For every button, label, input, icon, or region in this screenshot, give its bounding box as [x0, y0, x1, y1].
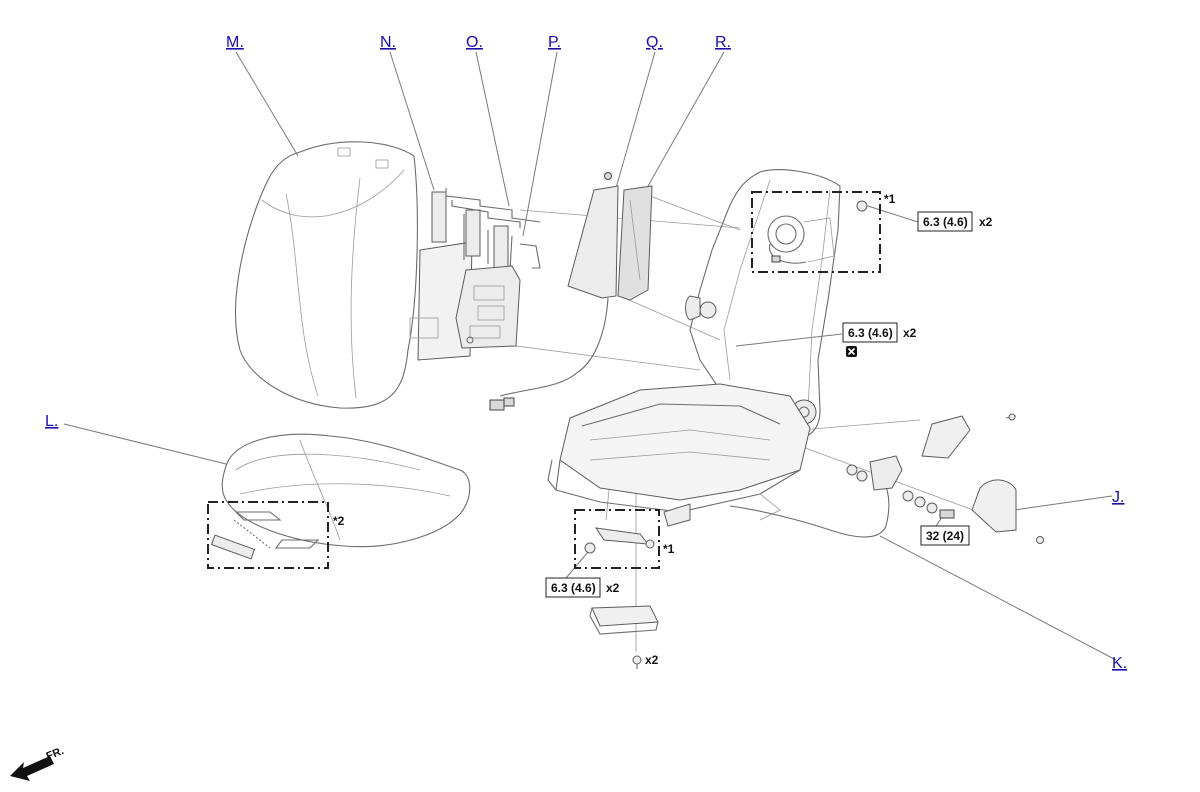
- torque-mid-frame-multiplier: x2: [903, 326, 917, 340]
- upper-detail: [751, 191, 881, 273]
- torque-upper-frame-value: 6.3 (4.6): [923, 215, 968, 229]
- seat-cushion-cover: [221, 433, 471, 548]
- slide-cover: [589, 605, 659, 635]
- callout-o-link[interactable]: O.: [466, 34, 483, 51]
- cushion-note: *2: [333, 514, 345, 528]
- bottom-bolt-multiplier: x2: [645, 653, 659, 667]
- torque-mid-frame-value: 6.3 (4.6): [848, 326, 893, 340]
- seat-frame: [547, 169, 841, 527]
- lower-detail: [574, 509, 660, 569]
- callout-k-link[interactable]: K.: [1112, 655, 1127, 672]
- torque-lower-bracket-value: 6.3 (4.6): [551, 581, 596, 595]
- cushion-detail: [207, 501, 329, 569]
- lumbar-assembly: [455, 265, 521, 349]
- callout-p-link[interactable]: P.: [548, 34, 561, 51]
- torque-lower-bracket-multiplier: x2: [606, 581, 620, 595]
- callout-n-link[interactable]: N.: [380, 34, 396, 51]
- side-cover-parts: [921, 413, 1044, 544]
- seatback-springs: [445, 188, 541, 271]
- torque-upper-frame: 6.3 (4.6): [917, 211, 973, 232]
- lower-detail-note: *1: [663, 542, 675, 556]
- torque-belt-anchor-value: 32 (24): [926, 529, 964, 543]
- front-label: FR.: [45, 745, 66, 763]
- callout-l-link[interactable]: L.: [45, 413, 58, 430]
- callout-j-link[interactable]: J.: [1112, 489, 1124, 506]
- torque-lower-bracket: 6.3 (4.6): [545, 577, 601, 598]
- seatback-cover: [235, 141, 418, 409]
- side-airbag: [489, 172, 653, 411]
- upper-detail-note: *1: [884, 192, 896, 206]
- torque-upper-frame-multiplier: x2: [979, 215, 993, 229]
- torque-mid-frame: 6.3 (4.6): [842, 322, 898, 343]
- buckle-harness: [729, 455, 955, 538]
- torque-belt-anchor: 32 (24): [920, 525, 970, 546]
- callout-m-link[interactable]: M.: [226, 34, 244, 51]
- bottom-bolt: [632, 655, 642, 669]
- front-direction-arrow-icon: FR.: [10, 745, 66, 781]
- non-reusable-part-icon: [846, 346, 857, 357]
- callout-r-link[interactable]: R.: [715, 34, 731, 51]
- leader-lines: [63, 51, 1117, 661]
- callout-q-link[interactable]: Q.: [646, 34, 663, 51]
